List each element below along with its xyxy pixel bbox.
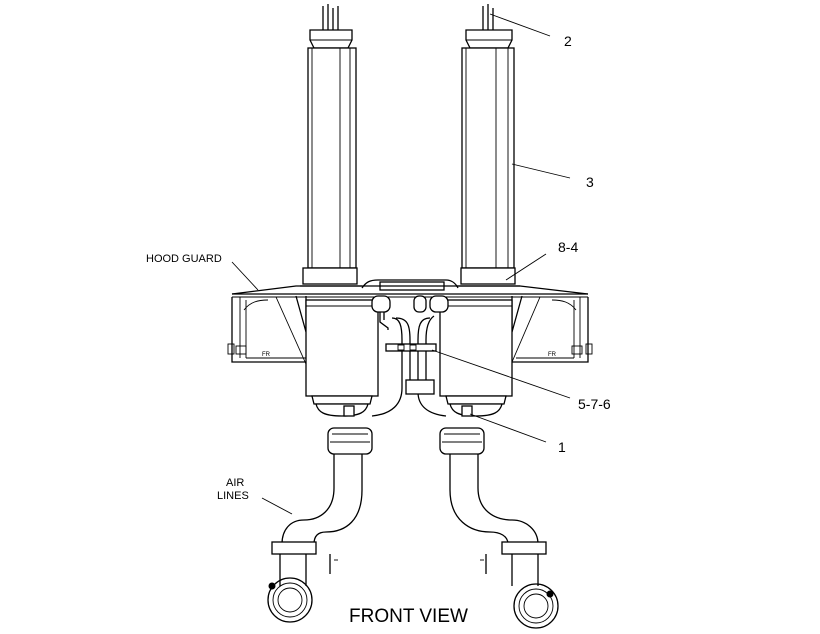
left-valve-body <box>305 299 379 417</box>
view-title: FRONT VIEW <box>349 606 468 627</box>
hood-guard-frame: FR FR <box>227 285 593 365</box>
callout-labels: 2 3 8-4 5-7-6 1 HOOD GUARD AIR LINES FRO… <box>146 33 611 627</box>
callout-item-8-4: 8-4 <box>558 239 578 255</box>
center-bracket <box>361 279 459 291</box>
callout-item-1: 1 <box>558 439 566 455</box>
callout-hood-guard: HOOD GUARD <box>146 253 222 265</box>
callout-item-2: 2 <box>564 33 572 49</box>
callout-air-lines-1: AIR <box>226 477 244 489</box>
right-valve-body <box>439 299 513 417</box>
svg-text:FR: FR <box>262 352 271 358</box>
left-cylinder <box>300 4 362 287</box>
callout-item-3: 3 <box>586 174 594 190</box>
leader-lines <box>231 13 571 515</box>
right-air-line <box>439 427 559 629</box>
svg-text:FR: FR <box>548 352 557 358</box>
center-manifold <box>371 295 449 417</box>
callout-air-lines-2: LINES <box>217 490 249 502</box>
right-cylinder <box>456 4 520 287</box>
left-air-line <box>267 427 373 623</box>
callout-item-5-7-6: 5-7-6 <box>578 396 611 412</box>
